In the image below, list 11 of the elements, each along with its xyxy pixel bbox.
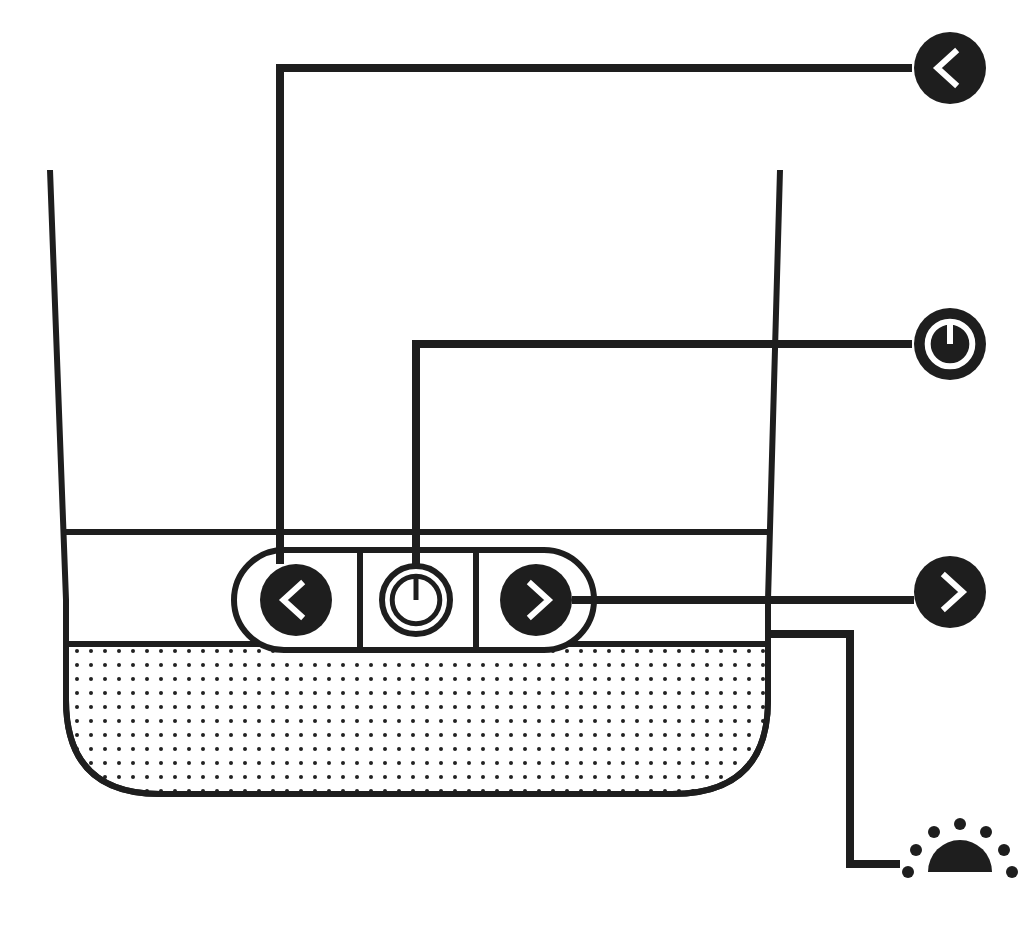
leader-line [572, 596, 914, 604]
chevron-right-icon [914, 556, 986, 628]
chevron-left-icon [914, 32, 986, 104]
forward-button [500, 564, 572, 636]
leader-line [276, 64, 912, 564]
leader-line [768, 630, 900, 868]
power-icon [914, 308, 986, 380]
light-icon [902, 818, 1018, 878]
leader-line [412, 340, 912, 566]
back-button [260, 564, 332, 636]
light-panel [63, 641, 771, 797]
